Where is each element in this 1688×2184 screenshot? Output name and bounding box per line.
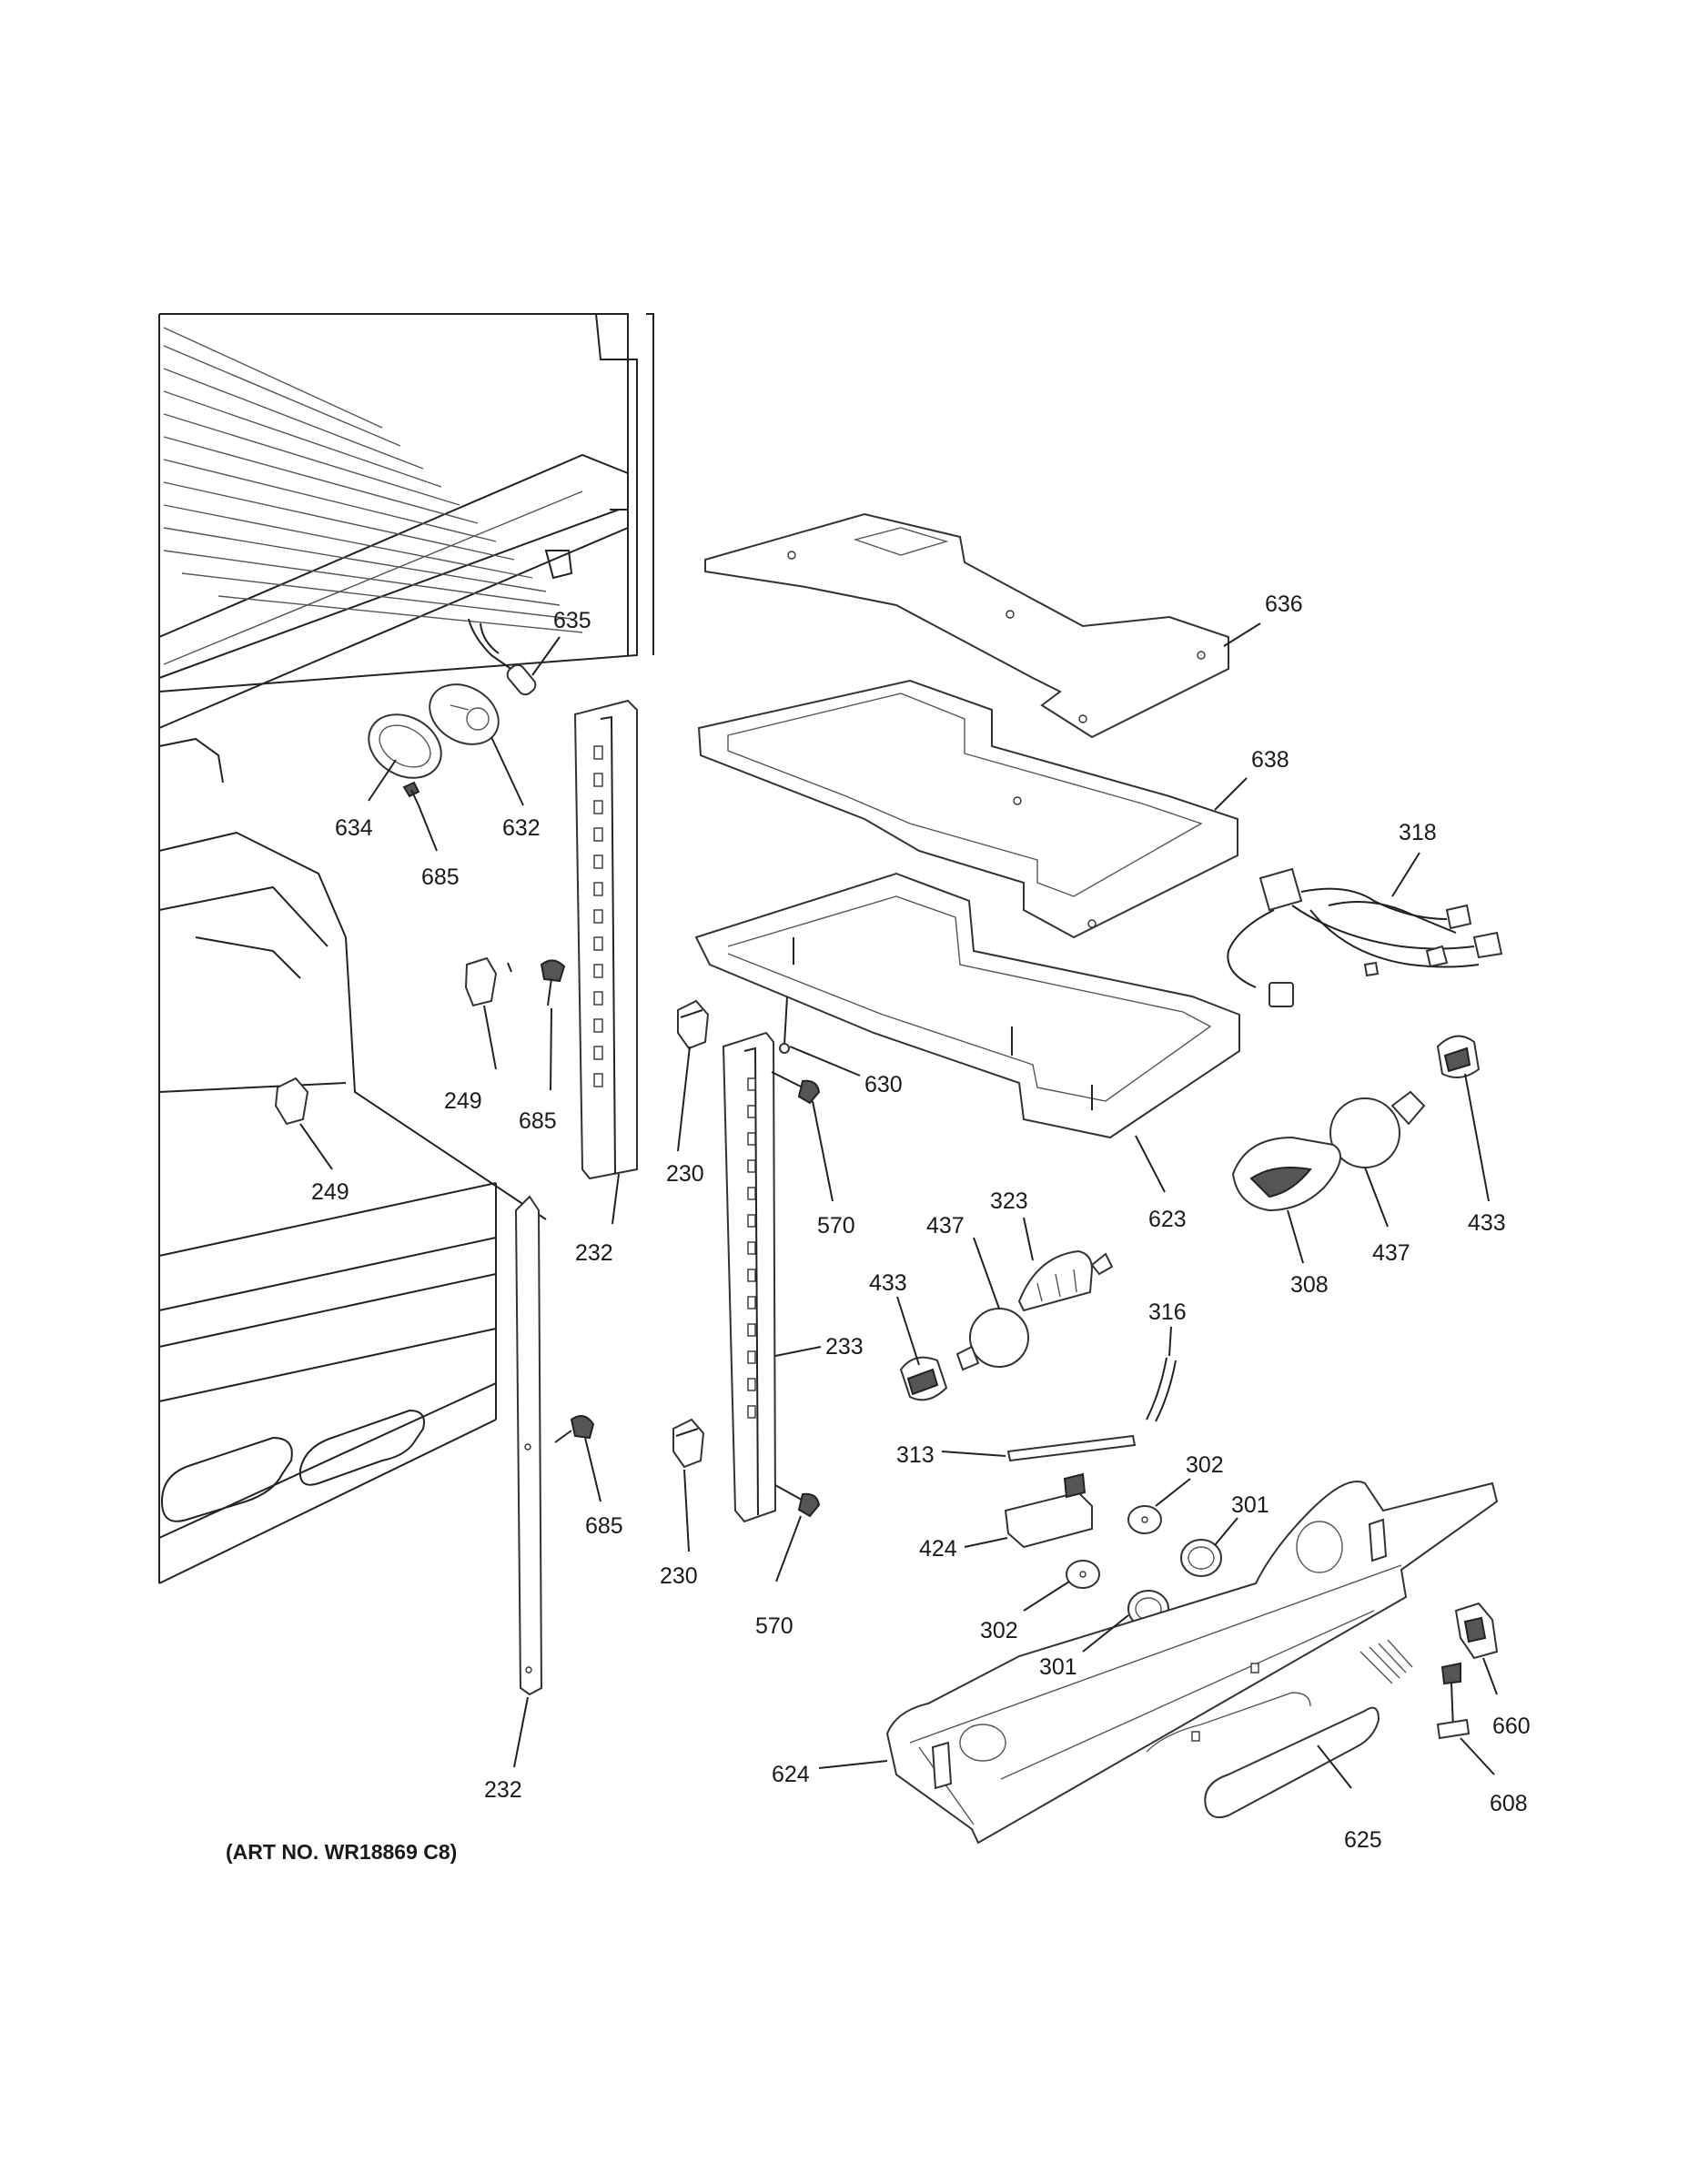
callout-313: 313 (896, 1442, 935, 1468)
callout-635: 635 (553, 608, 591, 633)
rail-233 (722, 1031, 777, 1523)
callout-685: 685 (585, 1513, 623, 1539)
socket-433-left (899, 1356, 948, 1401)
plate-636 (704, 512, 1229, 739)
callout-249: 249 (311, 1179, 349, 1205)
screw-685-upper (540, 959, 566, 1006)
callout-424: 424 (919, 1536, 957, 1562)
clip-249-lower (274, 1077, 309, 1126)
callout-437: 437 (1372, 1240, 1410, 1266)
part-635-tube (468, 618, 537, 696)
cover-323 (1017, 1249, 1114, 1312)
wire-316 (1146, 1357, 1177, 1422)
callout-685: 685 (519, 1108, 557, 1134)
callout-302: 302 (980, 1618, 1018, 1643)
gasket-638 (697, 679, 1238, 939)
housing-623 (694, 872, 1240, 1139)
switch-424 (1004, 1472, 1093, 1549)
knob-301-upper (1180, 1539, 1222, 1577)
clip-230-upper (677, 999, 710, 1050)
clip-249-upper (464, 956, 512, 1007)
callout-302: 302 (1186, 1452, 1224, 1478)
callout-433: 433 (869, 1270, 907, 1296)
bulb-437-right (1329, 1090, 1426, 1168)
control-housing-624 (885, 1481, 1499, 1845)
callout-623: 623 (1148, 1207, 1187, 1232)
part-634-lens (368, 713, 442, 779)
screw-685-lower (554, 1415, 595, 1443)
callout-301: 301 (1039, 1654, 1077, 1680)
tube-313 (1006, 1434, 1137, 1462)
callout-318: 318 (1399, 820, 1437, 845)
art-number: (ART NO. WR18869 C8) (226, 1840, 457, 1864)
callout-433: 433 (1468, 1210, 1506, 1236)
screw-630 (779, 996, 790, 1054)
callout-labels: 635 636 634 632 685 638 318 249 685 630 … (311, 592, 1531, 1853)
callout-624: 624 (772, 1762, 810, 1787)
callout-632: 632 (502, 815, 541, 841)
callout-638: 638 (1251, 747, 1289, 773)
callout-630: 630 (864, 1072, 903, 1097)
leader-lines (299, 622, 1498, 1789)
cover-308 (1231, 1136, 1341, 1212)
callout-230: 230 (666, 1161, 704, 1187)
callout-570: 570 (817, 1213, 855, 1239)
part-632-housing (429, 683, 500, 745)
callout-636: 636 (1265, 592, 1303, 617)
callout-685: 685 (421, 864, 460, 890)
rail-232-upper (573, 699, 638, 1180)
handle-625 (1204, 1639, 1413, 1818)
screw-570-lower (774, 1484, 821, 1518)
cabinet-outline (158, 313, 654, 1584)
callout-233: 233 (825, 1334, 864, 1360)
callout-316: 316 (1148, 1299, 1187, 1325)
callout-249: 249 (444, 1088, 482, 1114)
callout-625: 625 (1344, 1827, 1382, 1853)
callout-634: 634 (335, 815, 373, 841)
callout-570: 570 (755, 1613, 793, 1639)
screw-685-small (402, 781, 420, 806)
callout-660: 660 (1492, 1714, 1531, 1739)
callout-232: 232 (484, 1777, 522, 1803)
bulb-437-left (955, 1308, 1029, 1371)
callout-323: 323 (990, 1188, 1028, 1214)
callout-301: 301 (1231, 1492, 1269, 1518)
screw-608 (1436, 1662, 1471, 1740)
bracket-660 (1454, 1602, 1499, 1660)
callout-308: 308 (1290, 1272, 1329, 1298)
washer-302-lower (1066, 1560, 1100, 1589)
callout-437: 437 (926, 1213, 965, 1239)
callout-230: 230 (660, 1563, 698, 1589)
callout-232: 232 (575, 1240, 613, 1266)
socket-433-right (1436, 1035, 1481, 1078)
harness-318 (1227, 867, 1503, 1007)
callout-608: 608 (1490, 1791, 1528, 1816)
washer-302-upper (1127, 1505, 1162, 1534)
screw-570-upper (771, 1071, 821, 1105)
rail-232-lower (514, 1195, 543, 1696)
clip-230-lower (672, 1418, 705, 1469)
